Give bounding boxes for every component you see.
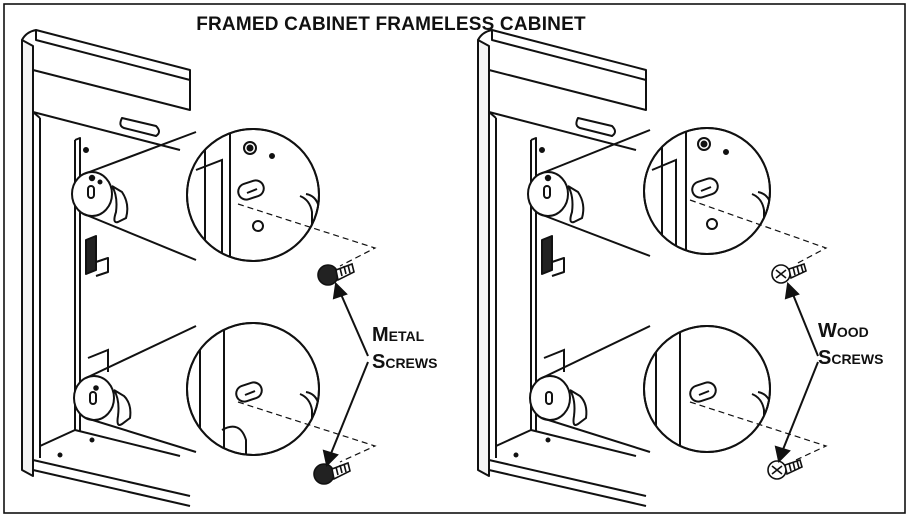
- metal-screws-callout: Metal Screws: [372, 322, 437, 376]
- left-detail-magnifier-top: [71, 128, 320, 262]
- wood-screws-callout: Wood Screws: [818, 318, 883, 372]
- right-detail-magnifier-bottom: [529, 325, 771, 453]
- left-metal-screw-bottom: [313, 461, 351, 485]
- right-wood-screw-top: [771, 262, 807, 284]
- framed-cabinet-drawing: [21, 29, 191, 507]
- right-callout-arrows: [774, 281, 819, 464]
- screws-label-right: Screws: [818, 347, 884, 369]
- left-metal-screw-top: [317, 262, 355, 286]
- wood-label: Wood: [818, 320, 869, 342]
- diagram-title: FRAMED CABINET FRAMELESS CABINET: [196, 14, 586, 35]
- outer-border: [3, 3, 906, 514]
- frameless-cabinet-drawing: [477, 29, 647, 507]
- left-detail-magnifier-bottom: [73, 322, 320, 456]
- screws-label-left: Screws: [372, 351, 438, 373]
- left-callout-arrows: [322, 281, 369, 468]
- metal-label: Metal: [372, 324, 425, 346]
- left-screw-guides: [237, 203, 377, 463]
- right-wood-screw-bottom: [767, 458, 803, 480]
- right-screw-guides: [689, 199, 828, 461]
- right-detail-magnifier-top: [527, 127, 771, 257]
